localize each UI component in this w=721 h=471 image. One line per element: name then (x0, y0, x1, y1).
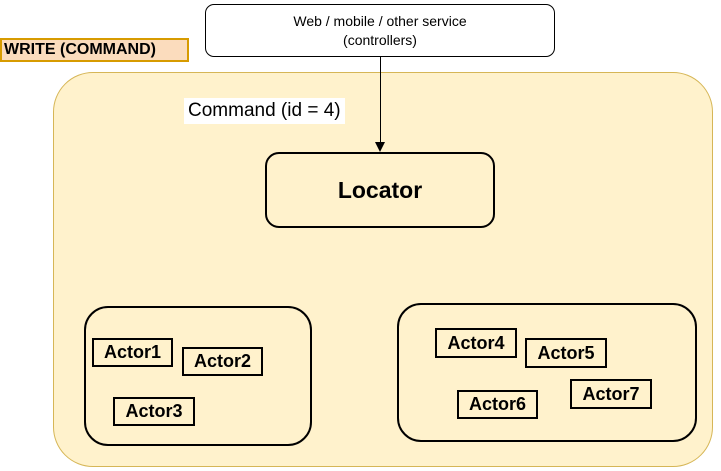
locator-label: Locator (337, 176, 423, 203)
command-domain-container (53, 72, 713, 467)
write-command-label-text: WRITE (COMMAND) (4, 41, 156, 58)
actor-box-7: Actor7 (570, 379, 652, 409)
write-command-label: WRITE (COMMAND) (0, 38, 189, 62)
actor-box-6: Actor6 (457, 390, 538, 419)
actor-group-left (84, 306, 312, 446)
actor-box-5: Actor5 (525, 338, 607, 368)
service-box-line2: (controllers) (343, 31, 417, 48)
actor-group-right (397, 303, 697, 442)
actor-box-1: Actor1 (92, 338, 173, 367)
command-edge-label: Command (id = 4) (184, 98, 345, 124)
locator-box: Locator (265, 152, 495, 228)
actor-box-4: Actor4 (435, 328, 517, 358)
actor-box-3: Actor3 (113, 397, 195, 426)
command-arrow-line (380, 57, 382, 143)
service-box: Web / mobile / other service (controller… (205, 4, 555, 57)
service-box-line1: Web / mobile / other service (293, 12, 467, 29)
arrow-head-icon (375, 142, 385, 152)
actor-box-2: Actor2 (182, 347, 263, 376)
